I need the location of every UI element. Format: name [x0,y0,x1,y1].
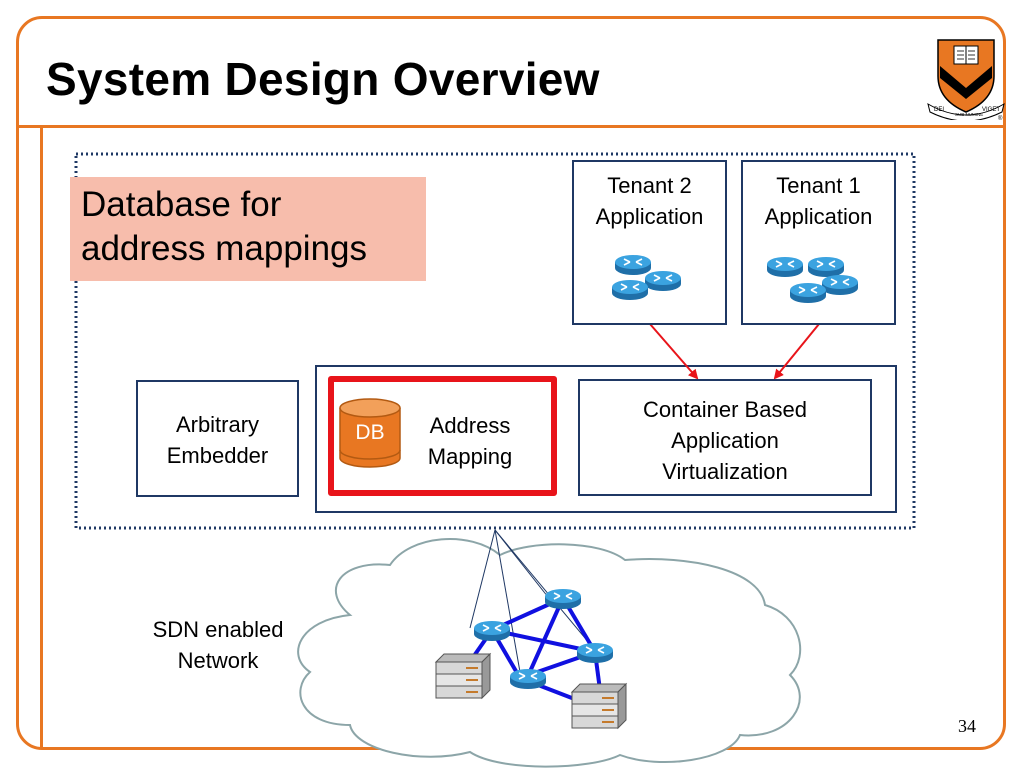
tenant-1-sublabel: Application [764,204,873,229]
tenant-2-sublabel: Application [595,204,704,229]
side-divider [40,126,43,748]
tenant-1-application-box: Tenant 1 Application [741,160,896,325]
router-icon [544,588,582,610]
server-icon [571,683,627,729]
virtualization-line-2: Application [671,428,779,453]
logo-motto-right: VIGET [982,107,1000,113]
database-callout: Database for address mappings [70,177,426,281]
address-mapping-line-2: Mapping [427,444,513,469]
slide-title: System Design Overview [46,53,600,105]
page-number: 34 [958,716,976,736]
system-boundary [74,152,916,530]
address-mapping-line-1: Address [429,413,511,438]
router-icon [576,642,614,664]
embedder-label-line-1: Arbitrary [175,412,260,437]
virtualization-line-3: Virtualization [662,459,788,484]
tenant-2-label: Tenant 2 [607,173,692,198]
database-cylinder-icon [339,398,401,468]
sdn-network-cloud [297,538,802,768]
network-label-line-1: SDN enabled [152,617,284,642]
network-label-line-2: Network [177,648,259,673]
logo-registered-mark: ® [998,115,1003,120]
embedder-label-line-2: Embedder [166,443,269,468]
logo-motto-left: DEI [934,107,944,113]
router-icon [509,668,547,690]
router-icon [473,620,511,642]
shield-logo-icon: DEI SUB NUMINE VIGET ® [927,39,1005,120]
virtualization-line-1: Container Based [643,397,807,422]
tenant-2-application-box: Tenant 2 Application [572,160,727,325]
arbitrary-embedder-box: Arbitrary Embedder [136,380,299,497]
db-label: DB [355,421,385,444]
server-icon [435,653,491,699]
tenant2-arrow [649,323,699,380]
logo-motto-center: SUB NUMINE [955,112,983,117]
title-divider [18,125,1004,128]
callout-line-1: Database for [81,185,282,224]
address-mapping-label: Address Mapping [420,410,520,472]
tenant-1-label: Tenant 1 [776,173,861,198]
callout-line-2: address mappings [81,229,367,268]
sdn-network-label: SDN enabled Network [128,614,308,676]
tenant1-arrow [773,323,820,380]
container-virtualization-box: Container Based Application Virtualizati… [578,379,872,496]
